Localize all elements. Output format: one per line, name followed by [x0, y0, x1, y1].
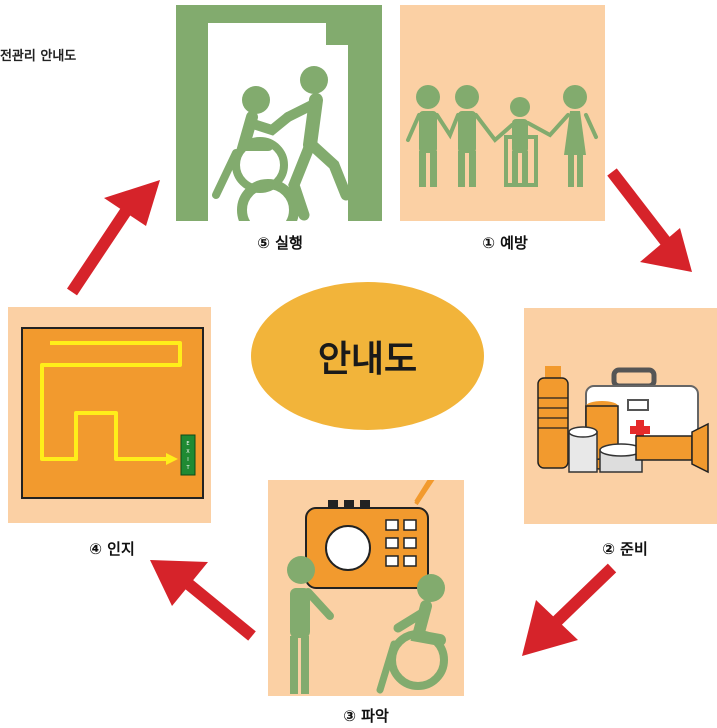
step-label-recognize: ④ 인지	[89, 540, 135, 558]
svg-text:X: X	[186, 449, 190, 455]
panel-grasp	[268, 480, 464, 696]
svg-text:T: T	[185, 465, 190, 471]
arrow-recognize-to-execute	[67, 180, 160, 296]
svg-text:I: I	[187, 457, 188, 463]
arrow-grasp-to-recognize	[150, 560, 256, 641]
evacuation-assist-icon	[176, 5, 382, 221]
step-label-grasp: ③ 파악	[343, 707, 389, 725]
page-title: 안전관리 안내도	[0, 49, 77, 64]
radio-news-icon	[268, 480, 464, 696]
step-label-prevent: ① 예방	[482, 234, 528, 252]
arrow-prepare-to-grasp	[522, 563, 617, 656]
arrow-prevent-to-prepare	[607, 168, 692, 272]
svg-text:E: E	[186, 441, 189, 447]
evacuation-route-icon: E X I T	[8, 307, 211, 523]
panel-prepare	[524, 308, 717, 524]
panel-recognize: E X I T	[8, 307, 211, 523]
panel-execute	[176, 5, 382, 221]
step-label-execute: ⑤ 실행	[257, 234, 303, 252]
center-label: 안내도	[317, 339, 418, 380]
panel-prevent	[400, 5, 605, 221]
step-label-prepare: ② 준비	[602, 540, 648, 558]
family-group-icon	[400, 5, 605, 221]
center-ellipse: 안내도	[251, 282, 484, 430]
emergency-supplies-icon	[524, 308, 717, 524]
